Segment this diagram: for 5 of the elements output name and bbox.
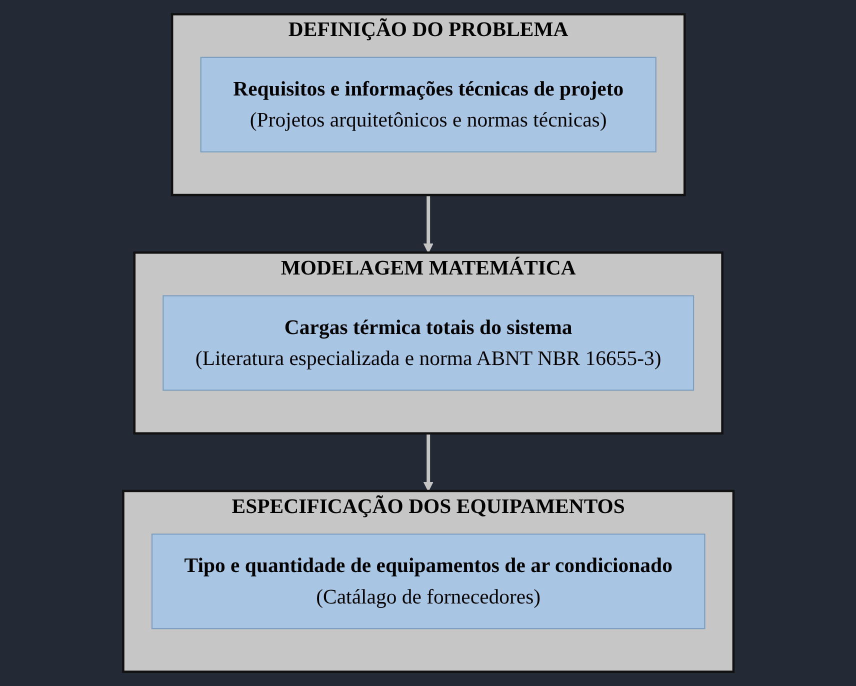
arrow (422, 433, 434, 492)
node-box: Tipo e quantidade de equipamentos de ar condicionado (Catálago de fornecedores) (151, 534, 705, 630)
node-box: Requisitos e informações técnicas de projeto (Projetos arquitetônicos e normas técnicas) (200, 56, 656, 152)
node-box: Cargas térmica totais do sistema (Literatura especializada e norma ABNT NBR 16655-3) (162, 295, 694, 391)
arrow (422, 195, 434, 254)
